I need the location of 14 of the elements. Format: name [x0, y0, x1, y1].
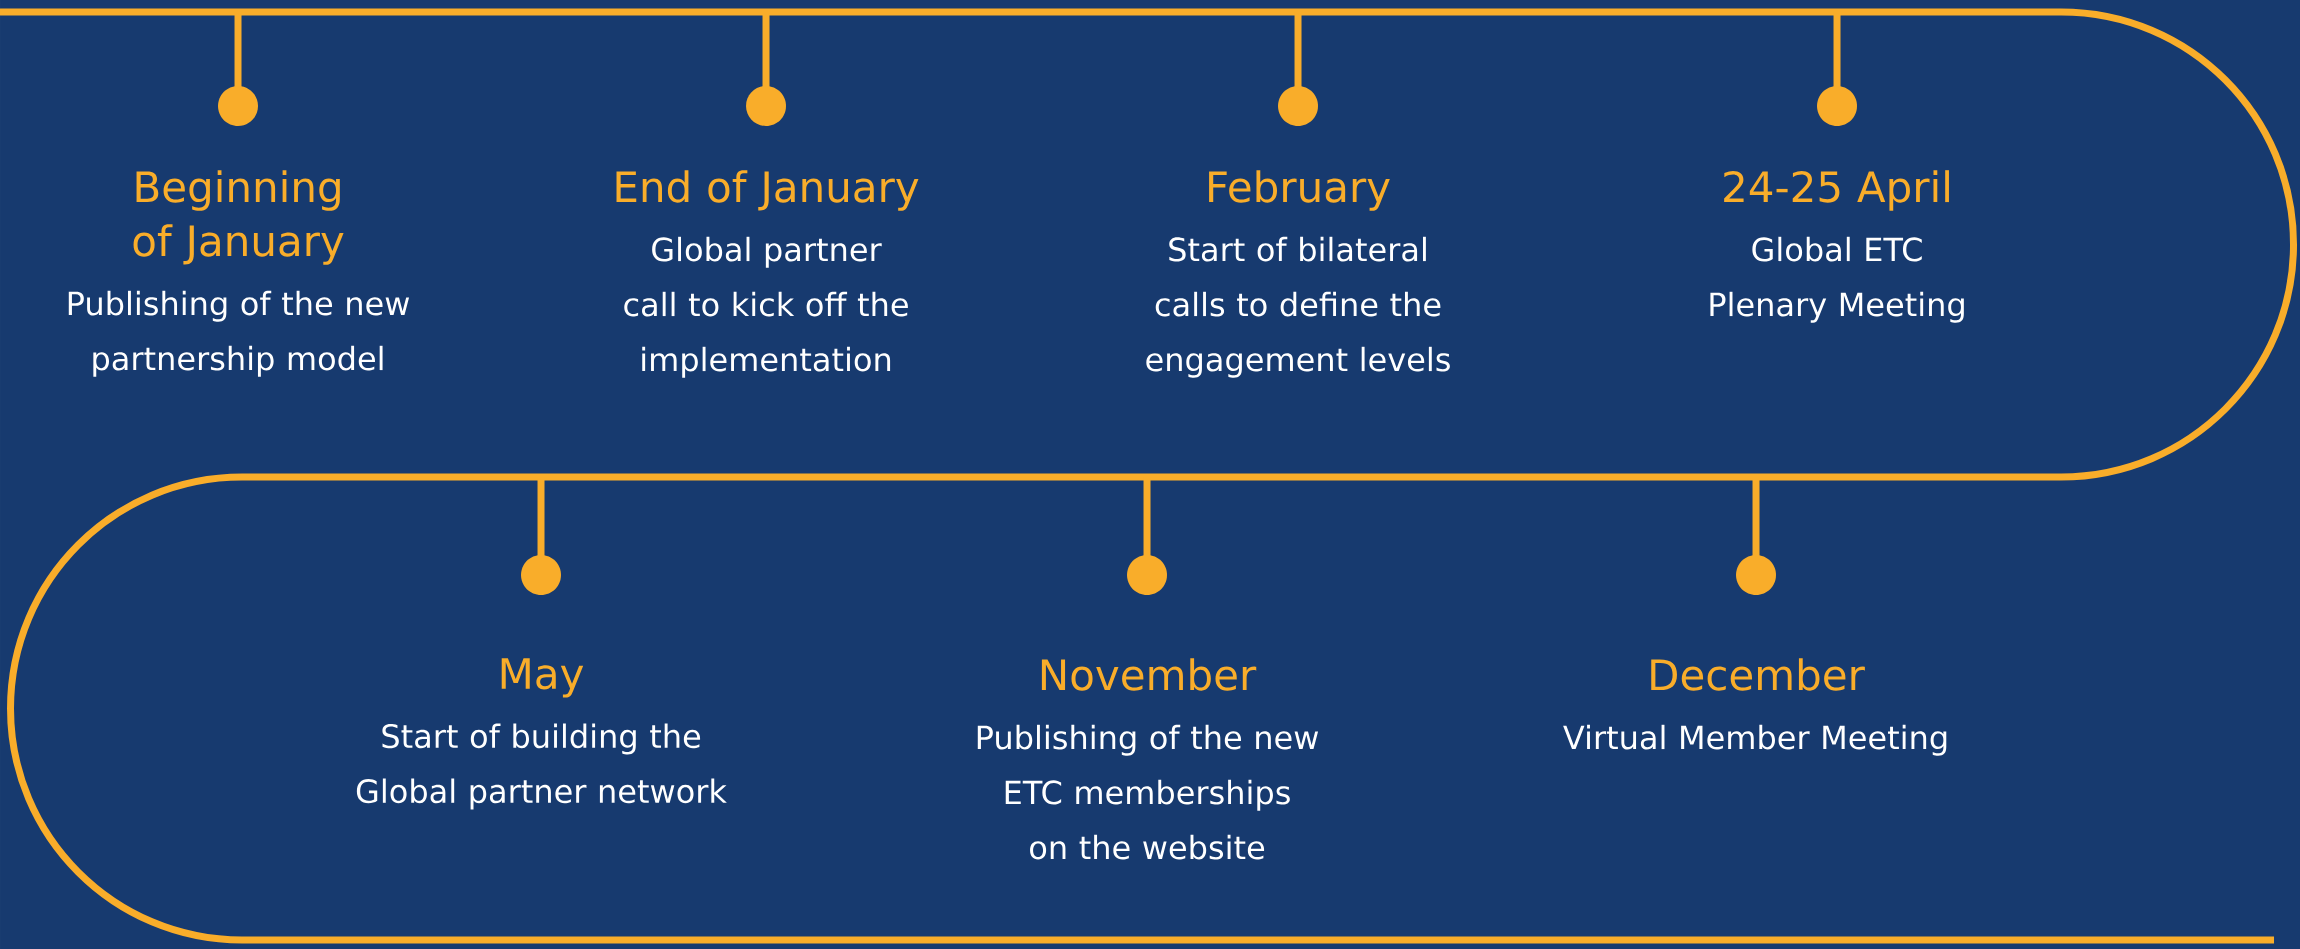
milestone-description: Virtual Member Meeting	[1563, 724, 1947, 756]
milestone-title: February	[1209, 170, 1390, 211]
milestone-title: December	[1651, 658, 1865, 691]
milestone-title: Beginning of January	[133, 170, 344, 265]
milestone-title: End of January	[616, 170, 919, 211]
milestone-description: Global ETC Plenary Meeting	[1710, 236, 1964, 323]
milestone-description: Global partner call to kick off the implementation	[624, 236, 908, 378]
milestone-description: Publishing of the new ETC memberships on the website	[977, 724, 1319, 860]
milestone-title: November	[1041, 658, 1257, 691]
milestone-title: May	[501, 658, 584, 698]
milestone-description: Publishing of the new partnership model	[68, 290, 410, 377]
milestone-description: Start of bilateral calls to define the engagement levels	[1146, 236, 1450, 378]
milestone-description: Start of building the Global partner network	[356, 723, 727, 810]
milestone-title: 24-25 April	[1724, 170, 1949, 211]
